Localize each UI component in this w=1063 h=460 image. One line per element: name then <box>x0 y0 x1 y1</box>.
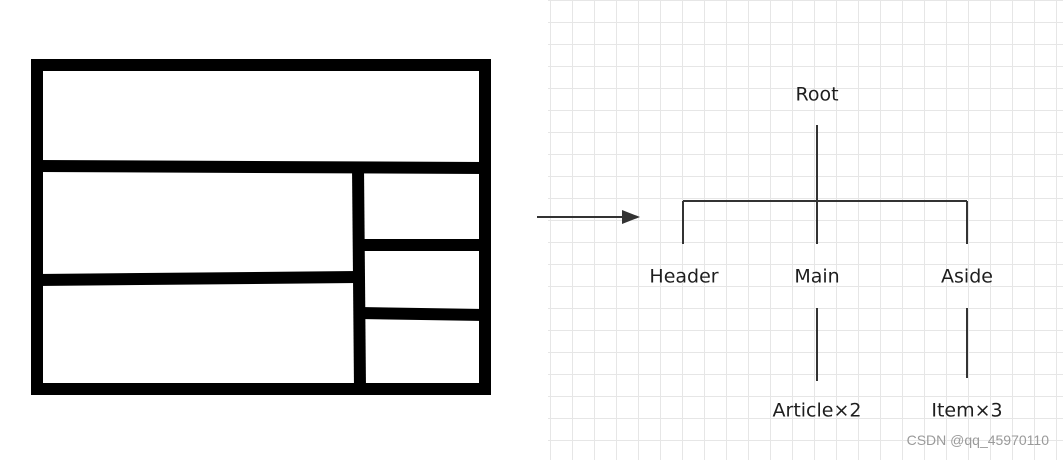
item-node-label: Item×3 <box>931 399 1003 422</box>
article-node-label: Article×2 <box>772 399 862 422</box>
article-divider <box>36 271 359 286</box>
root-node-label: Root <box>795 83 839 106</box>
header-divider <box>36 160 486 174</box>
item-divider-2 <box>358 307 486 321</box>
arrow-head-icon <box>622 210 640 224</box>
header-node-label: Header <box>649 265 719 288</box>
transform-arrow <box>537 210 640 224</box>
layout-wireframe <box>31 59 491 395</box>
page-outline <box>31 59 491 395</box>
main-node-label: Main <box>794 265 840 288</box>
main-aside-divider <box>352 166 366 390</box>
aside-node-label: Aside <box>941 265 993 288</box>
tree-connectors <box>682 125 968 381</box>
watermark-text: CSDN @qq_45970110 <box>906 432 1049 448</box>
